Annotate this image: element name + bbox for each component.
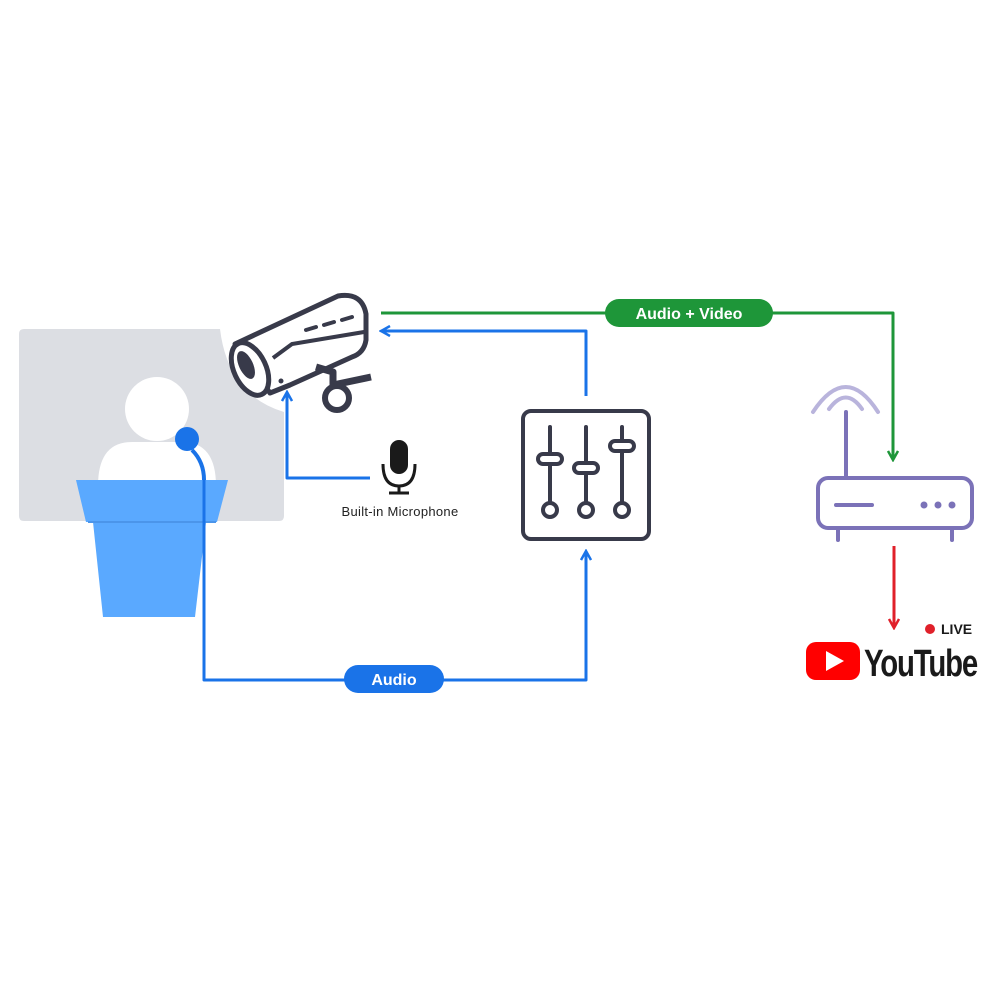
presenter-icon <box>19 329 284 617</box>
audio-label: Audio <box>371 672 417 689</box>
security-camera-icon <box>228 292 372 413</box>
builtin-mic-line <box>287 392 370 480</box>
audio-video-flow-line <box>381 311 893 460</box>
audio-video-label: Audio + Video <box>636 306 743 323</box>
podium <box>76 480 228 617</box>
live-label: LIVE <box>941 621 972 637</box>
builtin-mic-label: Built-in Microphone <box>342 504 459 519</box>
audio-video-pill: Audio + Video <box>605 299 773 327</box>
podium-microphone-icon <box>175 427 206 481</box>
play-icon <box>826 651 844 671</box>
audio-pill: Audio <box>344 665 444 693</box>
mixer-to-camera-line <box>381 331 588 396</box>
presenter-body <box>98 442 216 486</box>
youtube-label: YouTube <box>864 643 977 685</box>
wifi-router-icon <box>811 385 974 542</box>
youtube-logo-icon: LIVE YouTube <box>806 621 979 685</box>
microphone-icon <box>381 440 417 495</box>
presenter-head <box>125 377 189 441</box>
audio-mixer-icon <box>521 409 651 541</box>
live-dot-icon <box>925 624 935 634</box>
